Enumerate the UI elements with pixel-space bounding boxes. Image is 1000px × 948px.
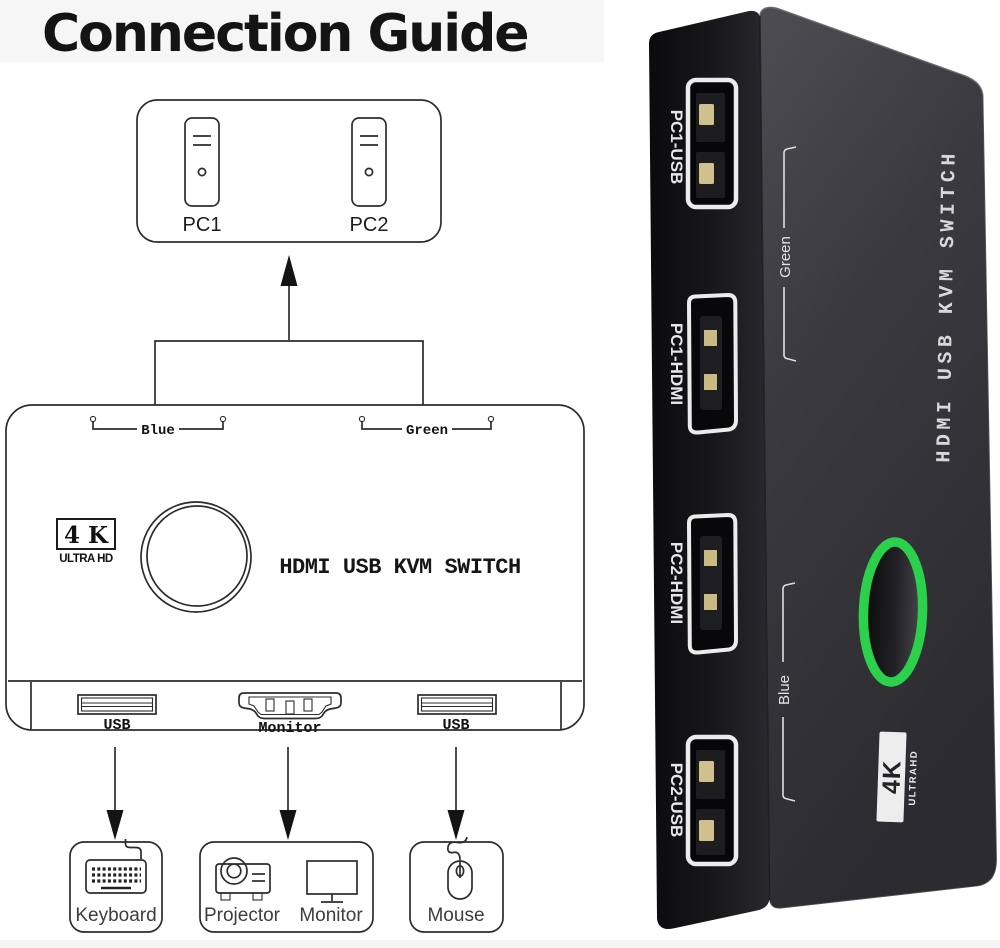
- 4k-badge-text: 4 K: [64, 522, 109, 549]
- mouse-label: Mouse: [427, 905, 484, 926]
- bottom-background-band: [0, 940, 1000, 948]
- pc1-usb-port: [685, 77, 739, 210]
- selector-button-drawing: [140, 501, 252, 613]
- keyboard-box: Keyboard: [69, 839, 163, 933]
- device-blue-label: Blue: [776, 675, 793, 705]
- device-blue-bracket: [782, 582, 796, 802]
- arrow-down-keyboard: [106, 747, 124, 840]
- device-green-label: Green: [777, 236, 794, 278]
- device-ultrahd-text: ULTRAHD: [907, 750, 920, 806]
- arrow-up-to-computers: [280, 255, 298, 340]
- mouse-icon: [447, 836, 473, 900]
- computers-box: PC1 PC2: [136, 99, 442, 243]
- keyboard-icon: [85, 839, 147, 894]
- pc2-hdmi-label: PC2-HDMI: [667, 542, 686, 624]
- pc2-usb-port: [685, 734, 739, 867]
- projector-icon: [215, 857, 271, 901]
- pc1-hdmi-label: PC1-HDMI: [667, 323, 686, 405]
- 4k-badge: 4 K ULTRA HD: [56, 518, 116, 565]
- page-title: Connection Guide: [42, 4, 530, 64]
- top-background-band: [0, 0, 604, 62]
- green-ring: [858, 537, 928, 687]
- device-4k-badge: 4K ULTRAHD: [876, 731, 920, 823]
- pc2-tower-icon: [351, 117, 387, 207]
- pc1-tower-icon: [184, 117, 220, 207]
- monitor-hdmi-port-drawing: [238, 692, 342, 720]
- monitor-label: Monitor: [299, 905, 363, 926]
- pc1-label: PC1: [183, 214, 222, 236]
- display-box: Projector Monitor: [199, 841, 374, 933]
- usb-left-label: USB: [103, 717, 130, 734]
- kvm-switch-photo: PC1-USB PC1-HDMI PC2-HDMI PC2-USB: [649, 6, 997, 930]
- kvm-switch-drawing: Blue Green 4 K ULTRA HD: [5, 404, 585, 737]
- ultra-hd-text: ULTRA HD: [59, 553, 113, 565]
- usb-port-left-drawing: [77, 694, 157, 715]
- connection-diagram: PC1 PC2 Blue: [5, 99, 585, 933]
- pc2-label: PC2: [350, 214, 389, 236]
- usb-port-right-drawing: [417, 694, 497, 715]
- manifold-connector: [154, 340, 424, 405]
- blue-label: Blue: [141, 423, 175, 439]
- green-range-bracket: Green: [358, 415, 495, 439]
- device-fold-line: [759, 15, 771, 901]
- pc2-usb-label: PC2-USB: [667, 763, 686, 838]
- kvm-name-text: HDMI USB KVM SWITCH: [279, 555, 520, 580]
- monitor-port-label: Monitor: [258, 720, 321, 737]
- mouse-box: Mouse: [409, 836, 504, 933]
- blue-range-bracket: Blue: [89, 415, 227, 439]
- device-selector-button[interactable]: [858, 537, 928, 687]
- device-side-face: [649, 10, 770, 930]
- pc2-hdmi-port: [686, 512, 739, 655]
- pc1-hdmi-port: [686, 292, 739, 435]
- usb-right-label: USB: [442, 717, 469, 734]
- keyboard-label: Keyboard: [75, 905, 156, 926]
- pc1-usb-label: PC1-USB: [667, 110, 686, 185]
- monitor-icon: [306, 860, 358, 903]
- arrow-down-mouse: [447, 747, 465, 840]
- projector-label: Projector: [204, 905, 281, 926]
- device-4k-text: 4K: [877, 760, 906, 795]
- device-name-text: HDMI USB KVM SWITCH: [933, 149, 961, 463]
- green-label: Green: [406, 423, 448, 439]
- device-green-bracket: [783, 146, 797, 362]
- arrow-down-display: [279, 747, 297, 840]
- device-top-edge-highlight: [759, 6, 984, 98]
